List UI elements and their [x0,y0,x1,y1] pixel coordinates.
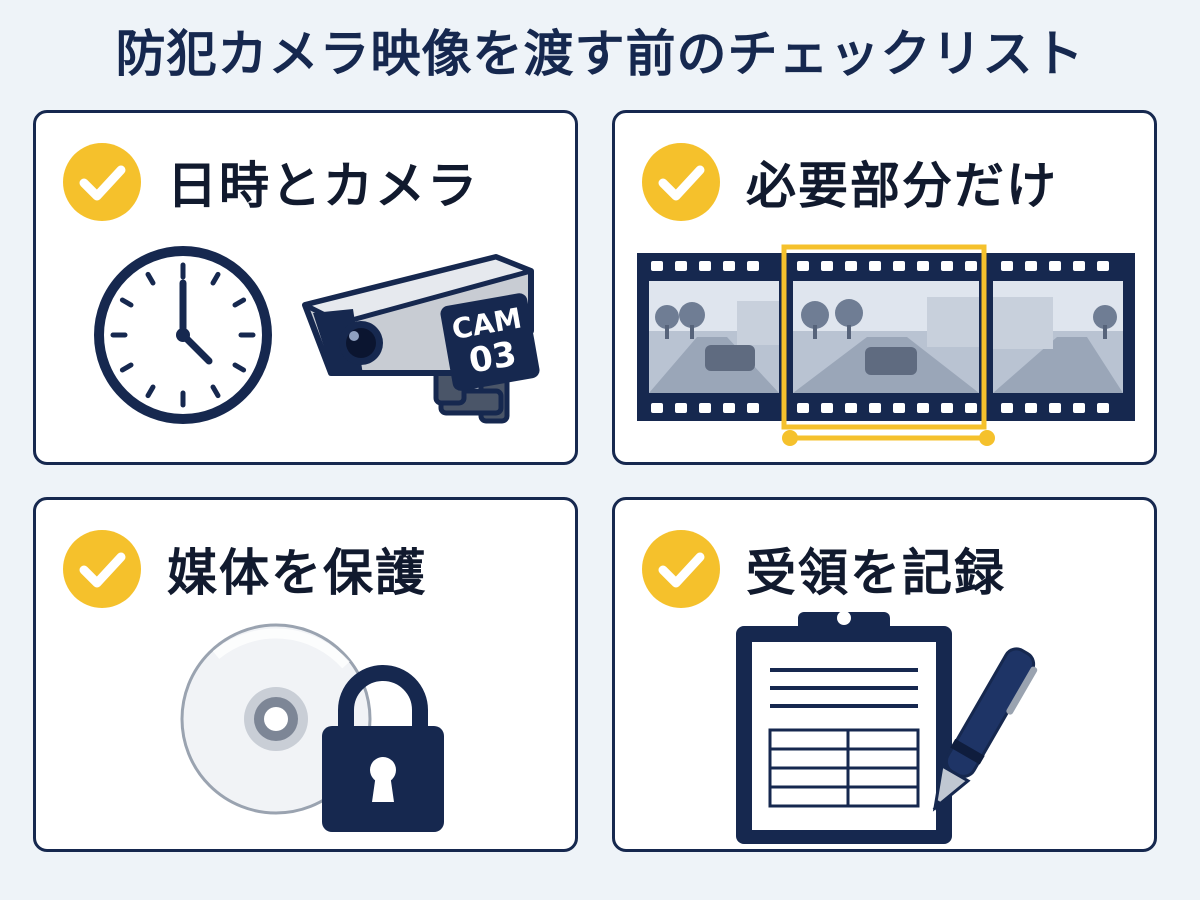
card-header: 受領を記録 [642,530,1006,608]
pen-icon [932,647,1038,812]
padlock-icon [322,665,444,832]
clock-icon [94,246,272,424]
selection-range-icon [781,244,995,446]
check-icon [642,143,720,221]
clipboard-icon [736,611,952,844]
checklist-card-datetime-camera: 日時とカメラ CAM 03 [33,110,578,465]
film-strip-icon [637,253,1135,421]
card-title: 日時とカメラ [167,157,479,215]
check-icon [63,530,141,608]
card-header: 必要部分だけ [642,143,1058,221]
checklist-card-record-receipt: 受領を記録 [612,497,1157,852]
camera-id-label: CAM 03 [439,292,541,392]
card-title: 媒体を保護 [167,544,427,602]
card-header: 日時とカメラ [63,143,479,221]
check-icon [63,143,141,221]
card-header: 媒体を保護 [63,530,427,608]
check-icon [642,530,720,608]
page-title: 防犯カメラ映像を渡す前のチェックリスト [115,25,1085,83]
card-title: 必要部分だけ [746,157,1058,215]
checklist-card-protect-media: 媒体を保護 [33,497,578,852]
checklist-card-required-portion: 必要部分だけ [612,110,1157,465]
card-title: 受領を記録 [746,544,1006,602]
